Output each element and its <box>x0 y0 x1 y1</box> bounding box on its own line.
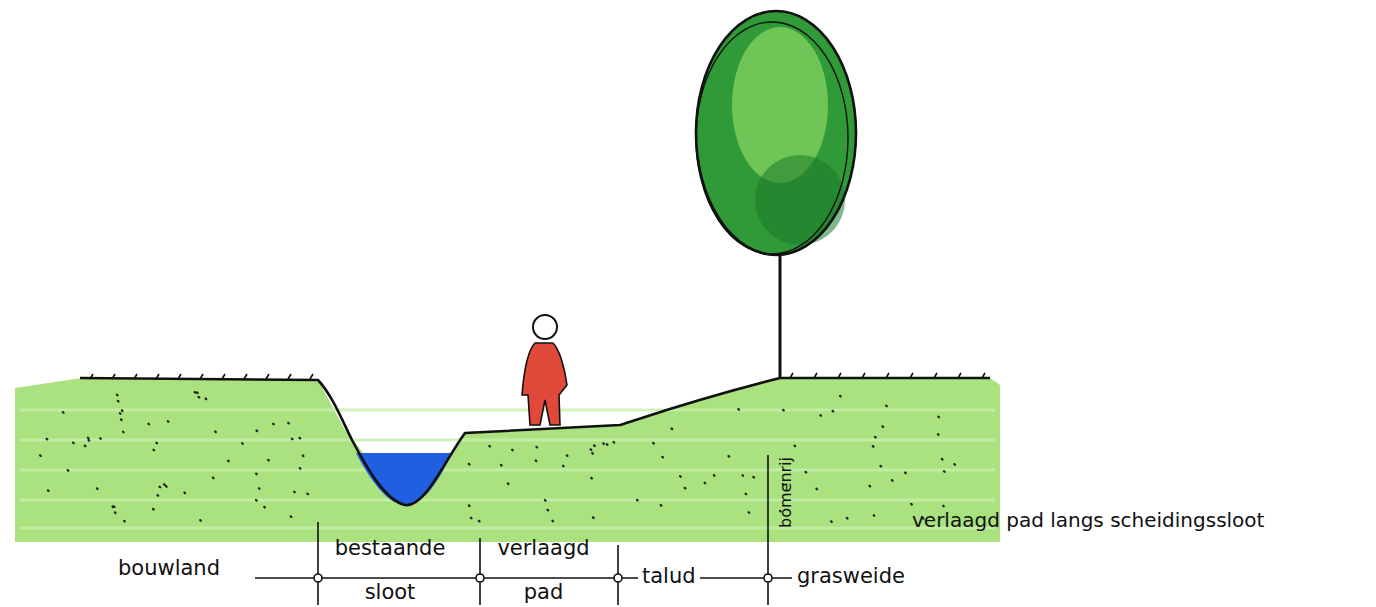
zone-label: bestaande sloot <box>320 526 460 607</box>
zone-label: verlaagd pad <box>486 526 601 607</box>
tree-crown-dark <box>755 155 845 245</box>
zone-label: grasweide <box>793 564 909 588</box>
tree-outline <box>696 22 848 254</box>
tree-trunk <box>779 250 782 378</box>
caption: verlaagd pad langs scheidingssloot <box>912 508 1264 532</box>
ditch-water <box>356 453 452 505</box>
person-body <box>522 343 567 425</box>
tree <box>696 11 856 378</box>
person-head <box>533 315 557 339</box>
row-label: bomenrij <box>776 457 795 528</box>
zone-label: talud <box>638 564 700 588</box>
tree-outline <box>696 11 856 255</box>
tree-crown <box>696 11 856 255</box>
dimension-line <box>255 455 792 605</box>
soil-dots <box>40 392 955 522</box>
person-figure <box>522 315 567 425</box>
ground-fill <box>15 378 1000 542</box>
zone-label: bouwland <box>118 556 258 580</box>
marker-stripes <box>20 410 995 528</box>
